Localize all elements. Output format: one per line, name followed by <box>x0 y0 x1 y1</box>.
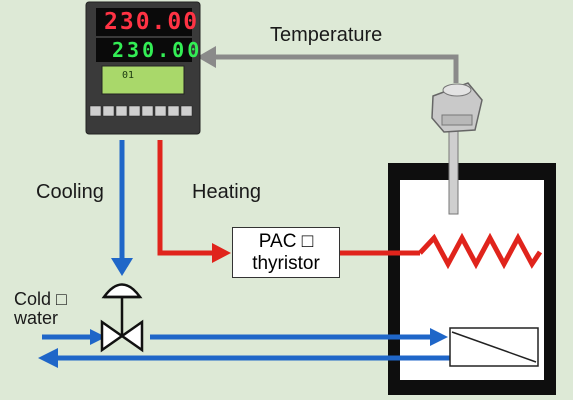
pv-display: 230.00 <box>104 9 200 35</box>
temperature-arrow <box>197 46 459 83</box>
heating-line <box>157 140 543 270</box>
cooling-label: Cooling <box>36 181 104 203</box>
pac-label-line2: thyristor <box>252 253 320 274</box>
heater-coil <box>418 232 543 270</box>
water-pipes <box>38 328 452 368</box>
sv-display: 230.00 <box>112 38 203 62</box>
pac-label-line1: PAC □ <box>258 231 314 252</box>
temperature-label: Temperature <box>270 24 383 46</box>
heating-label: Heating <box>192 181 261 203</box>
controller-buttons <box>89 105 193 117</box>
heat-exchanger <box>449 327 539 367</box>
cold-water-line1: Cold □ <box>14 289 67 309</box>
cold-water-line2: water <box>14 308 59 328</box>
pac-thyristor-box: PAC □ thyristor <box>232 227 340 278</box>
temperature-controller <box>85 1 201 135</box>
cooling-line <box>111 140 133 276</box>
temperature-sensor <box>431 82 483 215</box>
cold-water-label: Cold □ water <box>14 290 67 328</box>
solenoid-valve <box>100 283 144 353</box>
lcd-display: 01 <box>122 70 135 81</box>
